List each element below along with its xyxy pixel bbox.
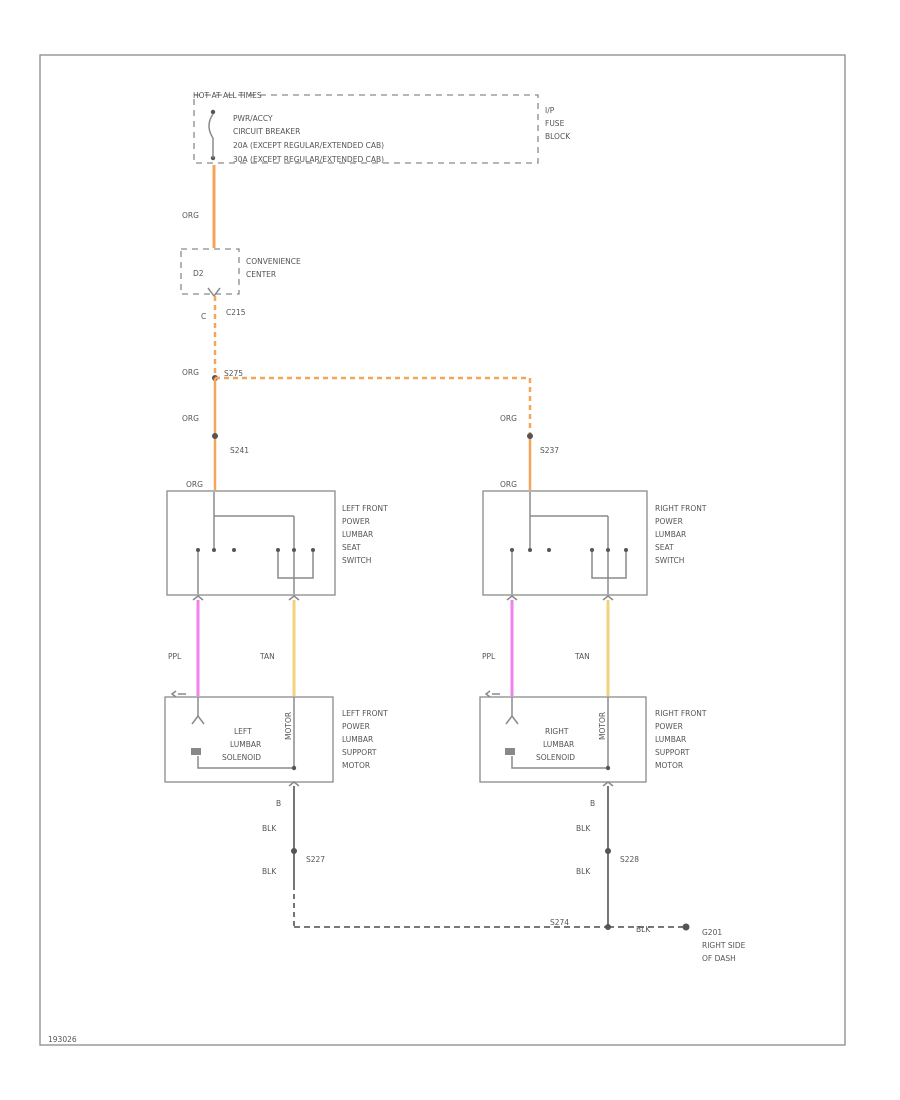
right-blk-1: BLK [576,824,591,833]
fuse-rating-1: 20A (EXCEPT REGULAR/EXTENDED CAB) [233,141,384,150]
left-motor-inner-3: SOLENOID [222,753,261,762]
right-motor-vert: MOTOR [598,712,607,740]
ground-wire-label: BLK [636,925,651,934]
right-motor-inner-2: LUMBAR [543,740,574,749]
ground-id: G201 [702,928,722,937]
ground-label-1: RIGHT SIDE [702,941,746,950]
wire-org-to-right [215,376,532,436]
left-motor-internals-icon [170,690,297,771]
left-blk-2: BLK [262,867,277,876]
left-splice-bot-label: S227 [306,855,325,864]
ground-label-2: OF DASH [702,954,736,963]
right-motor-label-2: POWER [655,722,683,731]
right-lumbar-switch-box [482,490,648,596]
left-motor-label-3: LUMBAR [342,735,373,744]
left-switch-label-1: LEFT FRONT [342,504,388,513]
right-motor-inner-3: SOLENOID [536,753,575,762]
right-switch-pin: ORG [500,480,517,489]
convenience-center-box [180,248,240,295]
left-splice-label: S241 [230,446,249,455]
splice-s227 [291,848,297,854]
convenience-center-label-1: CONVENIENCE [246,257,301,266]
right-motor-label-5: MOTOR [655,761,683,770]
left-motor-label-2: POWER [342,722,370,731]
diagram-frame [39,54,846,1046]
ground-splice-label: S274 [550,918,569,927]
left-switch-label-5: SWITCH [342,556,371,565]
right-blk-2: BLK [576,867,591,876]
wire-label-org-1: ORG [182,211,199,220]
splice-s228 [605,848,611,854]
connector-pin-c: C [201,312,206,321]
right-lumbar-motor-box [479,696,647,783]
left-wire-org: ORG [182,414,199,423]
left-motor-label-1: LEFT FRONT [342,709,388,718]
right-tan-label: TAN [574,652,590,661]
right-splice-bot-label: S228 [620,855,639,864]
left-lumbar-motor-box [164,696,334,783]
left-motor-vert: MOTOR [284,712,293,740]
fuse-block-label-3: BLOCK [545,132,571,141]
right-ppl-label: PPL [482,652,496,661]
fuse-device: CIRCUIT BREAKER [233,127,300,136]
left-tan-label: TAN [259,652,275,661]
left-lumbar-switch-box [166,490,336,596]
connector-c215-label: C215 [226,308,246,317]
footer-code: 193026 [48,1035,77,1044]
fuse-block-label-1: I/P [545,106,555,115]
right-switch-label-1: RIGHT FRONT [655,504,707,513]
right-pin-b: B [590,799,595,808]
right-motor-internals-icon [484,690,611,771]
fuse-name: PWR/ACCY [233,114,273,123]
right-splice-label: S237 [540,446,559,455]
right-switch-label-2: POWER [655,517,683,526]
breaker-terminal-top [210,109,216,115]
right-switch-label-3: LUMBAR [655,530,686,539]
fuse-heading: HOT AT ALL TIMES [193,91,262,100]
splice-top-wire: ORG [182,368,199,377]
fuse-block-label-2: FUSE [545,119,565,128]
right-motor-inner-1: RIGHT [545,727,569,736]
left-blk-1: BLK [262,824,277,833]
left-switch-pin: ORG [186,480,203,489]
right-motor-label-4: SUPPORT [655,748,690,757]
left-switch-label-3: LUMBAR [342,530,373,539]
splice-s274 [605,924,611,930]
splice-s275-label: S275 [224,369,243,378]
ground-point-icon [682,923,690,931]
left-switch-label-4: SEAT [342,543,361,552]
right-wire-org: ORG [500,414,517,423]
right-motor-label-1: RIGHT FRONT [655,709,707,718]
left-pin-b: B [276,799,281,808]
convenience-center-num: D2 [193,269,204,278]
fuse-block-box [193,94,539,164]
left-motor-inner-1: LEFT [234,727,252,736]
left-ppl-label: PPL [168,652,182,661]
right-switch-contacts-icon [510,492,628,594]
left-switch-label-2: POWER [342,517,370,526]
splice-s237 [527,433,533,439]
splice-s241 [212,433,218,439]
convenience-center-label-2: CENTER [246,270,276,279]
connector-c215-icon [207,287,221,298]
right-motor-label-3: LUMBAR [655,735,686,744]
left-switch-contacts-icon [196,492,315,594]
left-motor-label-5: MOTOR [342,761,370,770]
right-switch-label-4: SEAT [655,543,674,552]
left-motor-label-4: SUPPORT [342,748,377,757]
right-switch-label-5: SWITCH [655,556,684,565]
fuse-rating-2: 30A (EXCEPT REGULAR/EXTENDED CAB) [233,155,384,164]
circuit-breaker-icon [208,113,214,139]
left-motor-inner-2: LUMBAR [230,740,261,749]
